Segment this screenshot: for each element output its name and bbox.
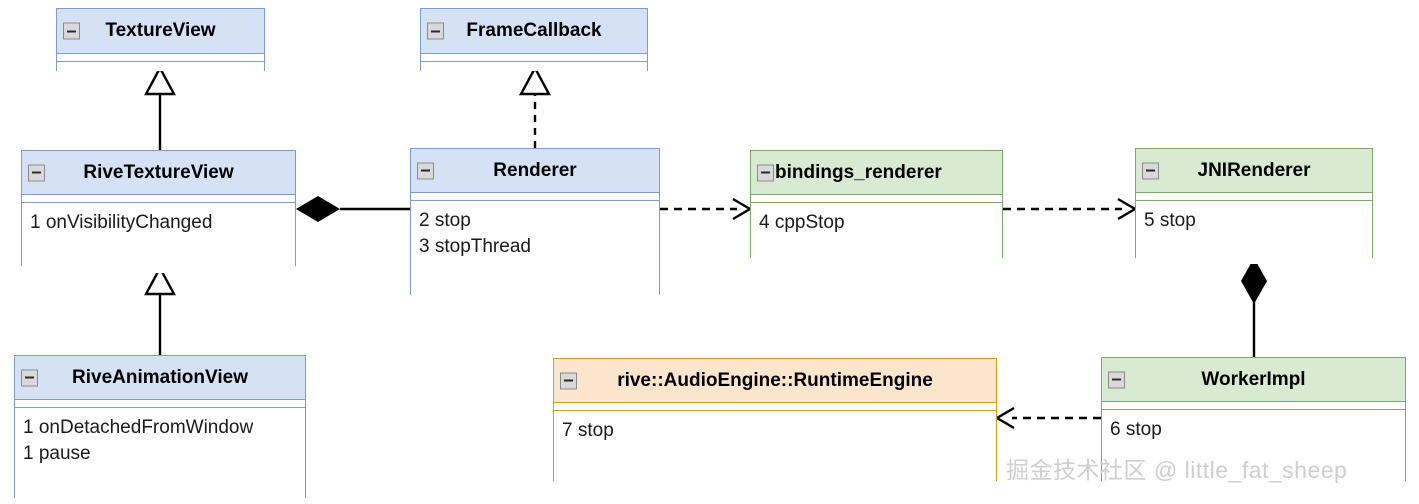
class-divider (1102, 402, 1405, 410)
class-box-renderer[interactable]: Renderer 2 stop 3 stopThread (410, 148, 660, 301)
minus-icon[interactable] (21, 369, 38, 386)
minus-icon[interactable] (417, 162, 434, 179)
class-members-textureview (57, 62, 264, 71)
edge-generalization-riveanimationview-rivetextureview (143, 265, 177, 355)
class-members-workerimpl: 6 stop (1102, 410, 1405, 487)
class-members-riveanimationview: 1 onDetachedFromWindow 1 pause (15, 408, 305, 504)
class-divider (15, 400, 305, 408)
class-divider (411, 193, 659, 201)
class-divider (751, 195, 1002, 203)
class-divider (22, 195, 295, 203)
class-members-bindings-renderer: 4 cppStop (751, 203, 1002, 264)
minus-icon[interactable] (427, 22, 444, 40)
class-member: 1 onDetachedFromWindow (23, 417, 254, 438)
edge-composition-rivetextureview-renderer (296, 196, 410, 222)
class-divider (421, 54, 647, 62)
class-name-jnirenderer: JNIRenderer (1197, 159, 1311, 181)
class-name-riveanimationview: RiveAnimationView (72, 366, 248, 388)
class-members-renderer: 2 stop 3 stopThread (411, 201, 659, 301)
class-box-bindings-renderer[interactable]: bindings_renderer 4 cppStop (750, 150, 1003, 264)
class-name-renderer: Renderer (493, 159, 577, 181)
class-box-framecallback[interactable]: FrameCallback (420, 8, 648, 71)
class-header-riveanimationview: RiveAnimationView (15, 356, 305, 400)
class-member: 1 onVisibilityChanged (30, 212, 213, 233)
class-name-rivetextureview: RiveTextureView (83, 161, 234, 183)
class-header-bindings-renderer: bindings_renderer (751, 151, 1002, 195)
edge-composition-jnirenderer-workerimpl (1241, 258, 1267, 357)
class-box-jnirenderer[interactable]: JNIRenderer 5 stop (1135, 148, 1373, 264)
minus-icon[interactable] (560, 372, 577, 389)
class-box-runtimeengine[interactable]: rive::AudioEngine::RuntimeEngine 7 stop (553, 358, 997, 487)
class-members-runtimeengine: 7 stop (554, 411, 996, 487)
class-divider (57, 54, 264, 62)
minus-icon[interactable] (1142, 162, 1159, 179)
class-member: 3 stopThread (419, 236, 531, 257)
class-member: 4 cppStop (759, 212, 845, 233)
class-header-workerimpl: WorkerImpl (1102, 358, 1405, 402)
minus-icon[interactable] (1108, 371, 1125, 388)
edge-dependency-workerimpl-runtimeengine (994, 406, 1101, 430)
class-box-workerimpl[interactable]: WorkerImpl 6 stop (1101, 357, 1406, 487)
class-name-framecallback: FrameCallback (466, 20, 602, 41)
class-name-workerimpl: WorkerImpl (1201, 368, 1306, 390)
class-member: 1 pause (23, 443, 91, 464)
class-box-textureview[interactable]: TextureView (56, 8, 265, 71)
class-header-renderer: Renderer (411, 149, 659, 193)
class-header-framecallback: FrameCallback (421, 9, 647, 54)
edge-dependency-bindings_renderer-jnirenderer (1003, 197, 1138, 221)
class-name-bindings-renderer: bindings_renderer (775, 161, 942, 183)
class-header-runtimeengine: rive::AudioEngine::RuntimeEngine (554, 359, 996, 403)
class-member: 2 stop (419, 210, 471, 231)
edge-dependency-renderer-bindings_renderer (660, 197, 753, 221)
class-header-jnirenderer: JNIRenderer (1136, 149, 1372, 193)
class-member: 5 stop (1144, 210, 1196, 231)
class-name-runtimeengine: rive::AudioEngine::RuntimeEngine (617, 369, 933, 391)
class-box-rivetextureview[interactable]: RiveTextureView 1 onVisibilityChanged (21, 150, 296, 273)
class-name-textureview: TextureView (105, 20, 216, 41)
class-members-framecallback (421, 62, 647, 71)
class-header-rivetextureview: RiveTextureView (22, 151, 295, 195)
edge-realization-renderer-framecallback (518, 65, 552, 148)
class-members-rivetextureview: 1 onVisibilityChanged (22, 203, 295, 273)
watermark: 掘金技术社区 @ little_fat_sheep (1006, 457, 1348, 483)
minus-icon[interactable] (28, 164, 45, 181)
class-member: 7 stop (562, 420, 614, 441)
minus-icon[interactable] (757, 164, 774, 181)
class-header-textureview: TextureView (57, 9, 264, 54)
edge-generalization-rivetextureview-textureview (143, 65, 177, 150)
class-member: 6 stop (1110, 419, 1162, 440)
class-divider (554, 403, 996, 411)
class-box-riveanimationview[interactable]: RiveAnimationView 1 onDetachedFromWindow… (14, 355, 306, 504)
class-divider (1136, 193, 1372, 201)
class-members-jnirenderer: 5 stop (1136, 201, 1372, 264)
minus-icon[interactable] (63, 22, 80, 40)
